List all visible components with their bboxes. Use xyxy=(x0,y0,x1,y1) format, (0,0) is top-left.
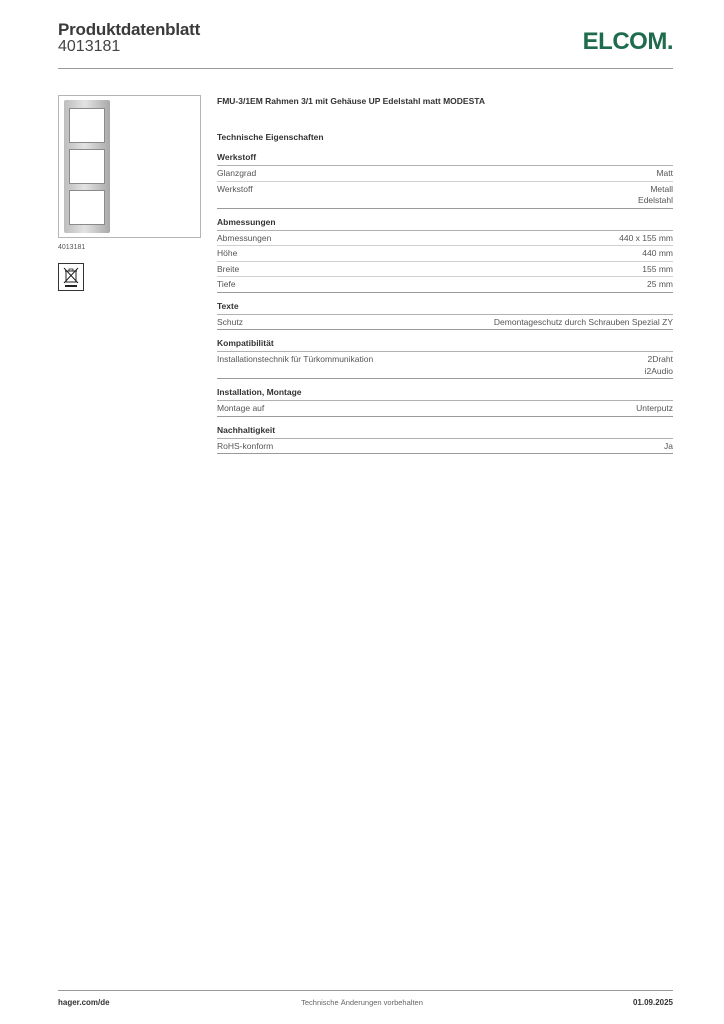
product-title: FMU-3/1EM Rahmen 3/1 mit Gehäuse UP Edel… xyxy=(217,96,485,106)
spec-row: Höhe 440 mm xyxy=(217,246,673,262)
spec-value: Ja xyxy=(664,441,673,453)
frame-opening xyxy=(69,149,105,184)
spec-group-title: Kompatibilität xyxy=(217,338,673,352)
page-header: Produktdatenblatt 4013181 ELCOM. xyxy=(58,20,674,70)
spec-value-line: Matt xyxy=(656,168,673,178)
footer-disclaimer: Technische Änderungen vorbehalten xyxy=(301,998,423,1007)
spec-row: Breite 155 mm xyxy=(217,262,673,277)
spec-value-line: Demontageschutz durch Schrauben Spezial … xyxy=(493,316,673,327)
brand-logo: ELCOM. xyxy=(582,28,674,55)
spec-value: 25 mm xyxy=(647,279,673,291)
spec-value-line: Ja xyxy=(664,440,673,451)
spec-group-title: Werkstoff xyxy=(217,152,673,166)
spec-row: Abmessungen 440 x 155 mm xyxy=(217,231,673,246)
spec-label: Glanzgrad xyxy=(217,168,257,178)
spec-value-line: i2Audio xyxy=(644,365,673,376)
spec-group-title: Installation, Montage xyxy=(217,387,673,401)
spec-label: Abmessungen xyxy=(217,232,272,243)
spec-row: Glanzgrad Matt xyxy=(217,166,673,182)
spec-row: RoHS-konform Ja xyxy=(217,439,673,454)
spec-value-line: 25 mm xyxy=(647,279,673,289)
spec-value: Matt xyxy=(656,168,673,180)
product-image xyxy=(58,95,201,238)
spec-content: FMU-3/1EM Rahmen 3/1 mit Gehäuse UP Edel… xyxy=(217,96,673,454)
spec-value: 440 x 155 mm xyxy=(619,233,673,245)
spec-row: Installationstechnik für Türkommunikatio… xyxy=(217,352,673,379)
footer-date: 01.09.2025 xyxy=(632,998,673,1007)
spec-row: Montage auf Unterputz xyxy=(217,401,673,417)
spec-label: Höhe xyxy=(217,248,238,258)
spec-value-line: 155 mm xyxy=(642,263,673,274)
spec-label: RoHS-konform xyxy=(217,440,274,451)
spec-value-line: Unterputz xyxy=(636,403,673,413)
product-number: 4013181 xyxy=(58,38,121,55)
spec-value-line: 440 mm xyxy=(642,248,673,258)
footer-divider xyxy=(58,990,673,991)
frame-opening xyxy=(69,190,105,225)
spec-value: 440 mm xyxy=(642,248,673,260)
image-caption: 4013181 xyxy=(58,244,86,251)
frame-plate-graphic xyxy=(64,100,110,233)
document-title: Produktdatenblatt xyxy=(58,20,201,39)
spec-group-title: Nachhaltigkeit xyxy=(217,425,673,439)
footer-website: hager.com/de xyxy=(58,998,110,1007)
frame-opening xyxy=(69,108,105,143)
section-heading: Technische Eigenschaften xyxy=(217,132,324,142)
spec-value-line: 440 x 155 mm xyxy=(619,232,673,243)
spec-group-title: Texte xyxy=(217,301,673,315)
spec-value-line: Edelstahl xyxy=(638,195,673,205)
header-divider xyxy=(58,68,673,69)
spec-label: Breite xyxy=(217,263,240,274)
spec-group-title: Abmessungen xyxy=(217,217,673,231)
spec-label: Schutz xyxy=(217,316,243,327)
spec-label: Installationstechnik für Türkommunikatio… xyxy=(217,354,374,364)
spec-label: Werkstoff xyxy=(217,183,253,194)
weee-crossed-bin-icon xyxy=(58,263,84,291)
spec-value-line: Metall xyxy=(650,183,673,194)
spec-row: Schutz Demontageschutz durch Schrauben Sp… xyxy=(217,315,673,330)
spec-label: Montage auf xyxy=(217,403,265,413)
spec-value: 155 mm xyxy=(642,264,673,276)
spec-label: Tiefe xyxy=(217,279,236,289)
spec-row: Tiefe 25 mm xyxy=(217,277,673,293)
spec-value: Demontageschutz durch Schrauben Spezial … xyxy=(494,317,673,329)
spec-value-line: 2Draht xyxy=(647,354,673,364)
spec-value: Unterputz xyxy=(636,403,673,415)
